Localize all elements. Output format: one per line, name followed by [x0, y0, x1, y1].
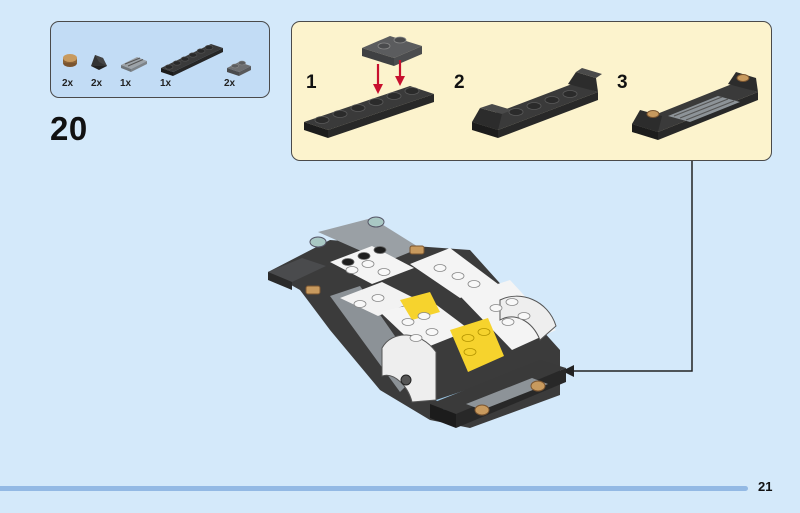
sub-step-number: 3 [617, 72, 628, 93]
parts-list-callout: 2x 2x 1x 1x 2x [50, 21, 270, 98]
grille-tile-icon [121, 57, 147, 72]
part-qty: 1x [120, 78, 132, 89]
step-number: 20 [50, 110, 88, 147]
sub-build-callout: 1 2 3 [291, 21, 772, 161]
plate-1x6-icon [161, 44, 223, 76]
parts-icons [63, 44, 251, 76]
part-qty: 2x [224, 78, 236, 89]
part-qty: 1x [160, 78, 172, 89]
sub-step-number: 1 [306, 72, 317, 93]
part-qty: 2x [91, 78, 103, 89]
page-number: 21 [758, 479, 773, 494]
car-model-icon [268, 216, 566, 428]
round-tile-gold-icon [63, 54, 77, 67]
callout-arrow [562, 161, 693, 377]
slope-black-icon [91, 55, 107, 70]
part-qty: 2x [62, 78, 74, 89]
sub-step-3-drawing [632, 72, 758, 140]
sub-step-number: 2 [454, 72, 465, 93]
footer-bar [0, 486, 748, 491]
sub-step-1-drawing [304, 36, 434, 138]
sub-build-drawings [304, 36, 758, 140]
sub-step-2-drawing [472, 68, 602, 138]
plate-1x2-icon [227, 60, 251, 76]
